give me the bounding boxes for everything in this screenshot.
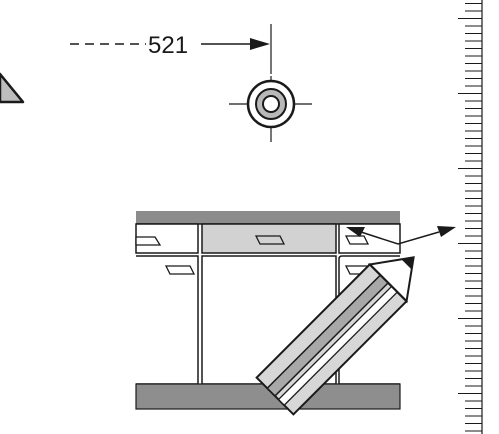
concentric-circle-crosshair-icon (229, 76, 312, 142)
triangle-icon (0, 72, 25, 104)
door-left (136, 255, 199, 385)
ruler-icon (458, 0, 483, 434)
handle-drawer-right (344, 235, 370, 245)
countertop (136, 211, 400, 224)
handle-drawer-middle (254, 235, 286, 245)
measurement-arrows (346, 226, 456, 245)
dimension-line: 521 (70, 24, 272, 74)
handle-door-left (164, 265, 196, 275)
pencil-icon (255, 256, 415, 416)
drawer-middle (201, 223, 337, 254)
dimension-value: 521 (148, 32, 188, 59)
handle-drawer-left (135, 236, 162, 246)
